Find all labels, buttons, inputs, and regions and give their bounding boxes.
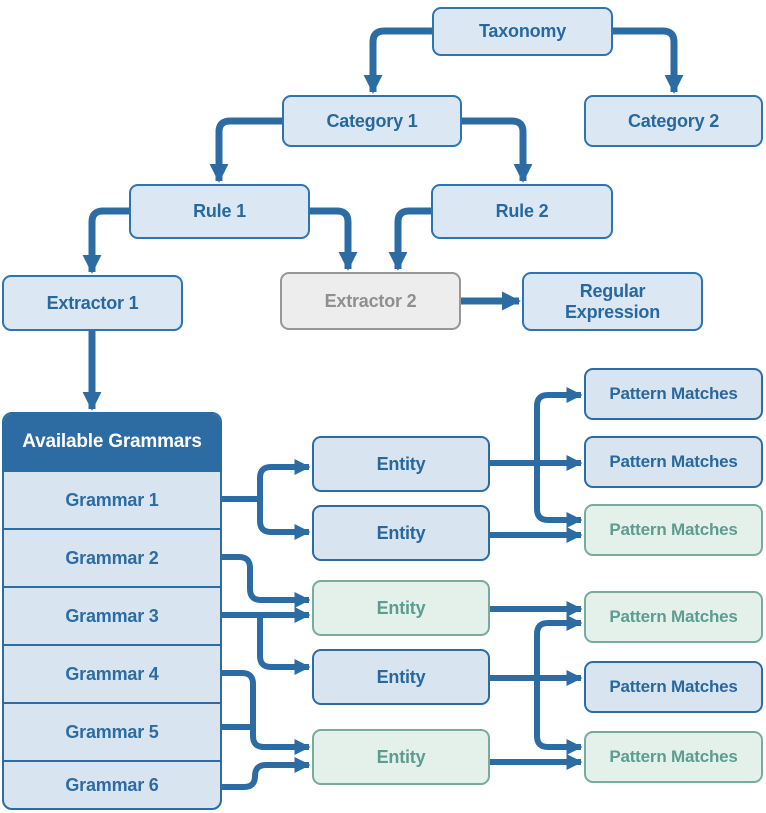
node-pattern-matches-2: Pattern Matches bbox=[584, 436, 763, 488]
node-category1: Category 1 bbox=[282, 95, 462, 147]
arrow-rule1-to-extractor2 bbox=[310, 207, 358, 271]
arrow-category1-to-rule1 bbox=[209, 117, 282, 183]
arrow-grammar3-to-entity4 bbox=[257, 615, 311, 676]
available-grammars-panel: Available Grammars Grammar 1 Grammar 2 G… bbox=[2, 412, 222, 810]
arrow-taxonomy-to-category1 bbox=[363, 27, 432, 94]
node-entity-4: Entity bbox=[312, 649, 490, 705]
available-grammars-header: Available Grammars bbox=[4, 414, 220, 470]
arrow-grammar1-to-entity2 bbox=[257, 499, 311, 541]
node-rule1: Rule 1 bbox=[129, 184, 310, 239]
node-entity-2: Entity bbox=[312, 505, 490, 561]
node-rule2: Rule 2 bbox=[431, 184, 613, 239]
arrow-entity4-to-pm4 bbox=[534, 614, 583, 678]
arrow-category1-to-rule2 bbox=[462, 117, 533, 183]
node-regular-expression: Regular Expression bbox=[522, 272, 703, 331]
node-extractor1: Extractor 1 bbox=[2, 275, 183, 331]
arrow-entity1-to-pm1 bbox=[534, 386, 583, 463]
node-pattern-matches-3: Pattern Matches bbox=[584, 504, 763, 556]
arrow-grammar6-to-entity5 bbox=[222, 756, 311, 790]
arrow-rule2-to-extractor2 bbox=[388, 207, 431, 271]
node-entity-5: Entity bbox=[312, 729, 490, 785]
node-extractor2-disabled: Extractor 2 bbox=[280, 272, 461, 330]
arrow-grammar4-to-entity5 bbox=[222, 670, 311, 756]
arrow-rule1-to-extractor1 bbox=[82, 207, 129, 274]
node-taxonomy: Taxonomy bbox=[432, 7, 613, 56]
node-category2: Category 2 bbox=[584, 95, 763, 147]
node-entity-3: Entity bbox=[312, 580, 490, 636]
node-pattern-matches-4: Pattern Matches bbox=[584, 591, 763, 643]
node-pattern-matches-1: Pattern Matches bbox=[584, 368, 763, 420]
grammar-row-2: Grammar 2 bbox=[4, 528, 220, 586]
grammar-row-4: Grammar 4 bbox=[4, 644, 220, 702]
node-entity-1: Entity bbox=[312, 436, 490, 492]
grammar-row-6: Grammar 6 bbox=[4, 760, 220, 808]
arrow-entity1-to-pm3 bbox=[534, 463, 583, 529]
grammar-row-1: Grammar 1 bbox=[4, 470, 220, 528]
grammar-row-5: Grammar 5 bbox=[4, 702, 220, 760]
node-pattern-matches-5: Pattern Matches bbox=[584, 661, 763, 713]
arrow-entity4-to-pm6 bbox=[534, 678, 583, 756]
grammar-row-3: Grammar 3 bbox=[4, 586, 220, 644]
node-pattern-matches-6: Pattern Matches bbox=[584, 731, 763, 783]
arrow-grammar1-to-entity1 bbox=[257, 458, 311, 499]
arrow-grammar2-to-entity3 bbox=[222, 554, 311, 609]
arrow-taxonomy-to-category2 bbox=[613, 27, 684, 94]
